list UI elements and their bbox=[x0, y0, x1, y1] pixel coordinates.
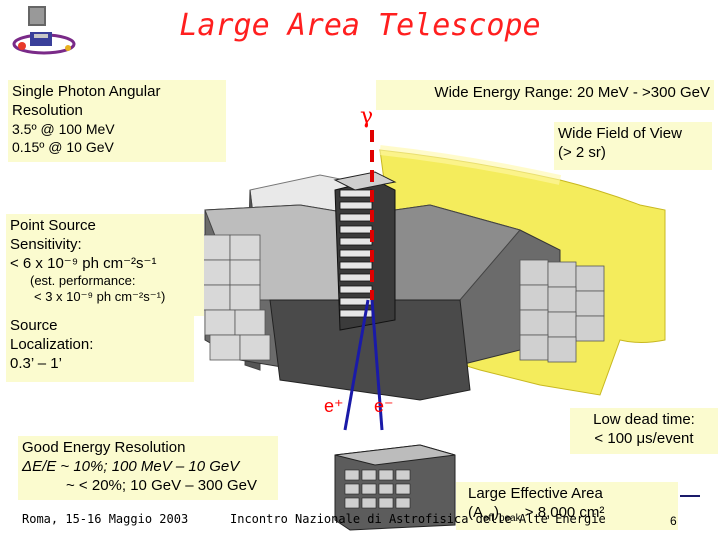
angular-line1: Single Photon Angular bbox=[12, 83, 161, 100]
sensitivity-line1: Point Source bbox=[10, 217, 96, 234]
positron-label: e⁺ bbox=[324, 396, 344, 416]
localization-line3: 0.3’ – 1’ bbox=[10, 355, 62, 372]
glast-logo-icon bbox=[8, 4, 80, 60]
sensitivity-line5: < 3 x 10⁻⁹ ph cm⁻²s⁻¹) bbox=[34, 289, 166, 304]
angular-line2: Resolution bbox=[12, 102, 83, 119]
angular-line4: 0.15º @ 10 GeV bbox=[12, 139, 114, 155]
energy-resolution-box: Good Energy Resolution ΔE/E ~ 10%; 100 M… bbox=[18, 436, 278, 500]
energy-res-line2: ΔE/E ~ 10%; 100 MeV – 10 GeV bbox=[22, 458, 240, 475]
effective-area-close: ) bbox=[493, 504, 499, 521]
fov-line2: (> 2 sr) bbox=[558, 144, 606, 161]
effective-area-line1: Large Effective Area bbox=[468, 485, 603, 502]
dead-time-line2: < 100 μs/event bbox=[594, 430, 694, 447]
sensitivity-line4: (est. performance: bbox=[30, 273, 136, 288]
calorimeter-module bbox=[334, 444, 456, 531]
energy-range-box: Wide Energy Range: 20 MeV - >300 GeV bbox=[376, 80, 714, 110]
field-of-view-box: Wide Field of View (> 2 sr) bbox=[554, 122, 712, 170]
energy-res-line1: Good Energy Resolution bbox=[22, 439, 186, 456]
angular-line3: 3.5º @ 100 MeV bbox=[12, 121, 115, 137]
positron-track bbox=[343, 299, 370, 431]
localization-line2: Localization: bbox=[10, 336, 94, 353]
footer-left: Roma, 15-16 Maggio 2003 bbox=[22, 512, 189, 526]
effective-area-box: Large Effective Area (Aeff)peak > 8,000 … bbox=[456, 482, 678, 530]
effective-area-symbol: (A bbox=[468, 504, 483, 521]
energy-range-text: Wide Energy Range: 20 MeV - >300 GeV bbox=[434, 84, 710, 101]
dead-time-box: Low dead time: < 100 μs/event bbox=[570, 408, 718, 454]
effective-area-sub: eff bbox=[483, 513, 494, 524]
effective-area-sub-peak: peak bbox=[498, 513, 521, 524]
sensitivity-line3: < 6 x 10⁻⁹ ph cm⁻²s⁻¹ bbox=[10, 255, 157, 272]
effective-area-line2: (Aeff)peak > 8,000 cm² bbox=[462, 503, 672, 528]
electron-track bbox=[370, 299, 384, 431]
effective-area-value: > 8,000 cm² bbox=[524, 504, 605, 521]
tracker-tower bbox=[333, 171, 397, 331]
electron-label: e⁻ bbox=[374, 396, 394, 416]
footer-center: Incontro Nazionale di Astrofisica delle … bbox=[230, 512, 606, 526]
fov-line1: Wide Field of View bbox=[558, 125, 682, 142]
energy-res-line3: ~ < 20%; 10 GeV – 300 GeV bbox=[66, 477, 257, 494]
localization-box: Source Localization: 0.3’ – 1’ bbox=[6, 314, 194, 382]
dead-time-line1: Low dead time: bbox=[593, 411, 695, 428]
page-title: Large Area Telescope bbox=[179, 8, 541, 43]
page-number: 6 bbox=[670, 514, 677, 528]
gamma-label: γ bbox=[360, 104, 374, 129]
sensitivity-line2: Sensitivity: bbox=[10, 236, 82, 253]
angular-resolution-box: Single Photon Angular Resolution 3.5º @ … bbox=[8, 80, 226, 162]
sensitivity-box: Point Source Sensitivity: < 6 x 10⁻⁹ ph … bbox=[6, 214, 204, 316]
localization-line1: Source bbox=[10, 317, 58, 334]
